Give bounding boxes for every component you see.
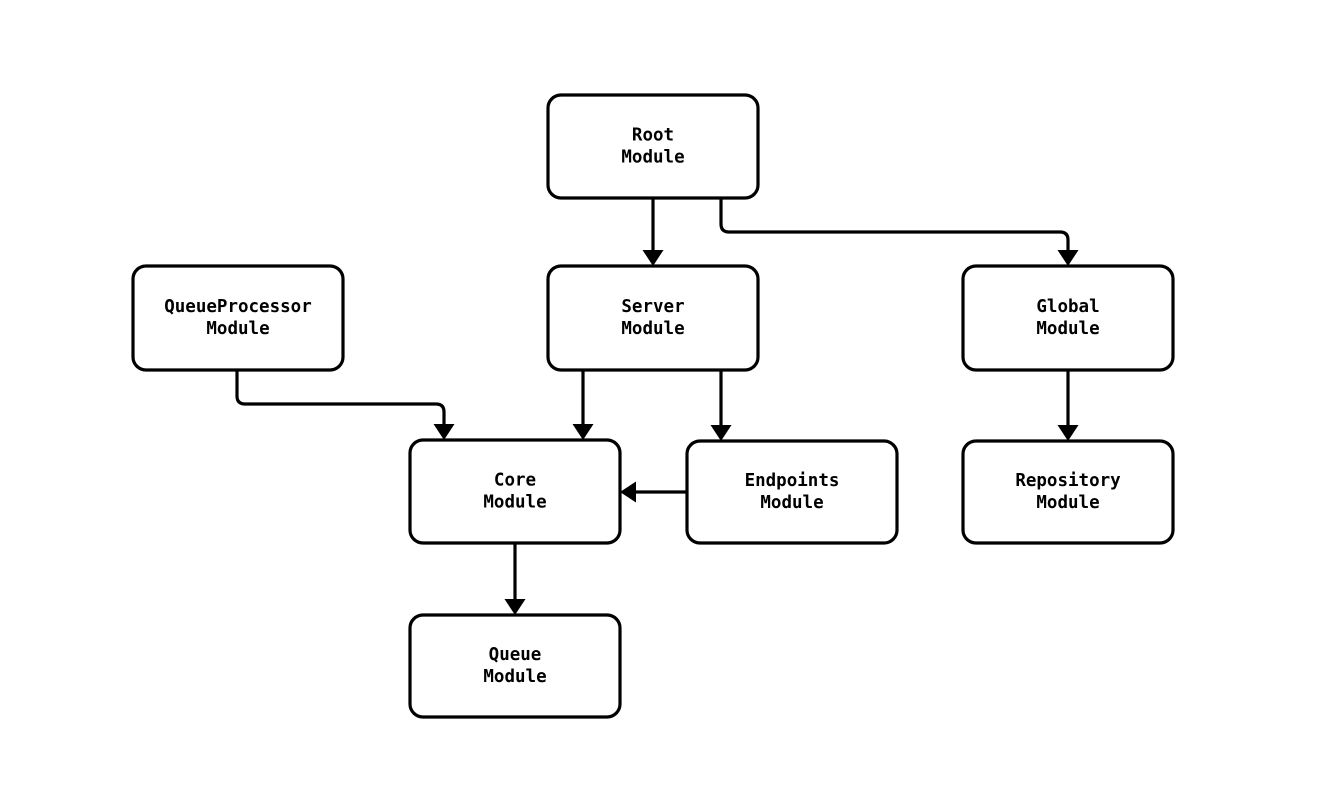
- arrowhead-icon-root-server: [642, 250, 664, 266]
- arrowhead-icon-root-global: [1057, 250, 1079, 266]
- edge-server-core: [572, 370, 594, 440]
- edge-line-root-global: [719, 198, 1070, 250]
- node-label-line2-server: Module: [621, 319, 684, 339]
- edge-global-repository: [1057, 370, 1079, 441]
- node-box-global[interactable]: [961, 264, 1175, 372]
- node-box-endpoints[interactable]: [685, 439, 899, 545]
- node-box-server[interactable]: [546, 264, 760, 372]
- node-label-line2-endpoints: Module: [760, 493, 823, 513]
- node-label-line1-endpoints: Endpoints: [745, 471, 840, 491]
- edge-endpoints-core: [620, 481, 687, 503]
- edge-core-queue: [504, 543, 526, 615]
- node-label-line2-global: Module: [1036, 319, 1099, 339]
- arrowhead-icon-global-repository: [1057, 425, 1079, 441]
- node-box-queue[interactable]: [408, 613, 622, 719]
- node-box-queueprocessor[interactable]: [131, 264, 345, 372]
- node-box-repository[interactable]: [961, 439, 1175, 545]
- edge-root-server: [642, 198, 664, 266]
- node-box-root[interactable]: [546, 93, 760, 200]
- node-label-line1-repository: Repository: [1015, 471, 1121, 491]
- edge-line-queueprocessor-core: [235, 370, 446, 424]
- arrowhead-icon-queueprocessor-core: [433, 424, 455, 440]
- node-label-line1-queueprocessor: QueueProcessor: [164, 297, 312, 317]
- arrowhead-icon-endpoints-core: [620, 481, 636, 503]
- node-label-line1-queue: Queue: [489, 645, 542, 665]
- edge-root-global: [719, 198, 1079, 266]
- edge-queueprocessor-core: [235, 370, 455, 440]
- node-label-line1-core: Core: [494, 471, 536, 491]
- edges-layer: [235, 198, 1079, 615]
- arrowhead-icon-server-core: [572, 424, 594, 440]
- node-label-line1-root: Root: [632, 126, 674, 146]
- node-label-line2-core: Module: [483, 493, 546, 513]
- node-label-line1-server: Server: [621, 297, 684, 317]
- edge-server-endpoints: [710, 370, 732, 441]
- node-box-core[interactable]: [408, 438, 622, 545]
- node-label-line2-queue: Module: [483, 667, 546, 687]
- arrowhead-icon-server-endpoints: [710, 425, 732, 441]
- node-label-line2-queueprocessor: Module: [206, 319, 269, 339]
- node-label-line1-global: Global: [1036, 297, 1099, 317]
- arrowhead-icon-core-queue: [504, 599, 526, 615]
- node-label-line2-repository: Module: [1036, 493, 1099, 513]
- node-label-line2-root: Module: [621, 148, 684, 168]
